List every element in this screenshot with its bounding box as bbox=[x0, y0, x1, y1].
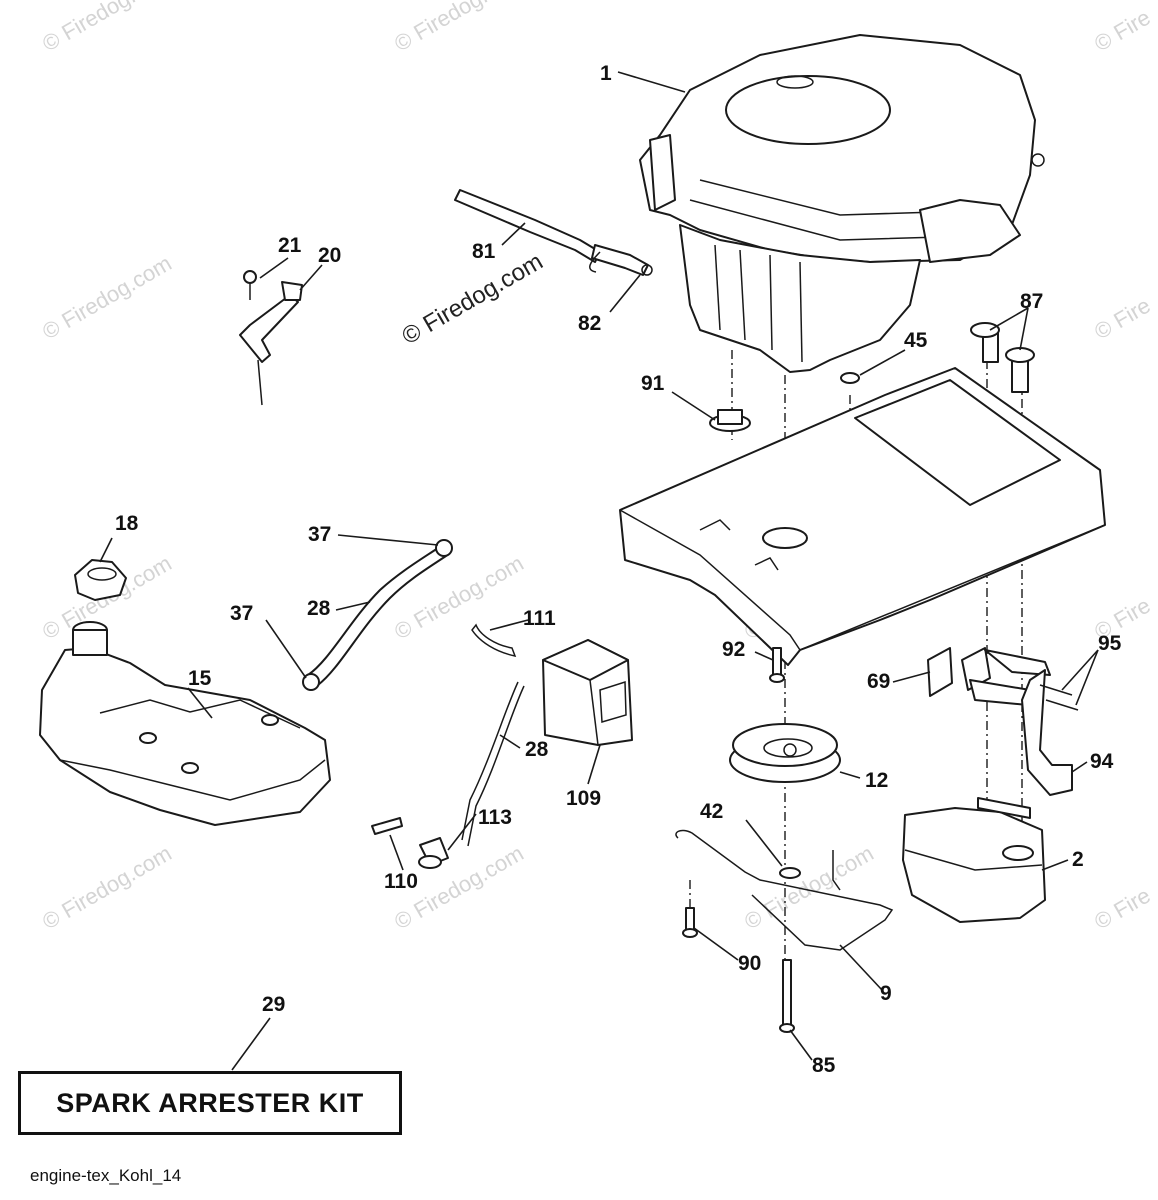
bracket-hardware bbox=[675, 829, 894, 1033]
watermark: © Firedog.com bbox=[38, 840, 176, 934]
callout-45: 45 bbox=[904, 329, 928, 352]
watermark: © Fire bbox=[1090, 5, 1155, 57]
callout-95: 95 bbox=[1098, 632, 1122, 655]
spark-arrester-kit-box: SPARK ARRESTER KIT bbox=[18, 1071, 402, 1135]
fuel-hose-lower bbox=[371, 623, 525, 869]
callout-85: 85 bbox=[812, 1054, 836, 1077]
engine bbox=[639, 34, 1045, 373]
muffler bbox=[902, 797, 1046, 923]
callout-110: 110 bbox=[384, 870, 418, 893]
watermark: © Firedog.com bbox=[38, 250, 176, 344]
callout-28-lower: 28 bbox=[525, 738, 549, 761]
callout-2: 2 bbox=[1072, 848, 1084, 871]
callout-109: 109 bbox=[566, 787, 601, 810]
watermark: © Firedog.com bbox=[390, 550, 528, 644]
callout-1: 1 bbox=[600, 62, 612, 85]
watermark: © Firedog.com bbox=[390, 0, 528, 56]
watermark: © Firedog.com bbox=[740, 840, 878, 934]
callouts: 1 2 9 12 15 18 20 21 28 28 29 37 37 42 4… bbox=[115, 62, 1122, 1077]
exhaust bbox=[927, 647, 1079, 796]
fuel-hose-top bbox=[302, 539, 453, 691]
callout-12: 12 bbox=[865, 769, 888, 792]
callout-94: 94 bbox=[1090, 750, 1114, 773]
callout-18: 18 bbox=[115, 512, 139, 535]
callout-42: 42 bbox=[700, 800, 723, 823]
bolt-92 bbox=[769, 647, 785, 683]
callout-21: 21 bbox=[278, 234, 302, 257]
callout-37-left: 37 bbox=[230, 602, 253, 625]
callout-29: 29 bbox=[262, 993, 285, 1016]
callout-15: 15 bbox=[188, 667, 212, 690]
callout-20: 20 bbox=[318, 244, 341, 267]
fuel-tank bbox=[39, 559, 331, 826]
watermark: © Firedog.com bbox=[38, 0, 176, 56]
callout-81: 81 bbox=[472, 240, 496, 263]
throttle-control bbox=[239, 270, 303, 406]
watermark-center: © Firedog.com bbox=[398, 248, 548, 350]
callout-28-top: 28 bbox=[307, 597, 331, 620]
callout-82: 82 bbox=[578, 312, 601, 335]
callout-90: 90 bbox=[738, 952, 761, 975]
callout-92: 92 bbox=[722, 638, 745, 661]
callout-9: 9 bbox=[880, 982, 892, 1005]
callout-69: 69 bbox=[867, 670, 890, 693]
pulley bbox=[729, 723, 841, 783]
watermark: © Fire bbox=[1090, 883, 1155, 935]
spark-arrester-kit-label: SPARK ARRESTER KIT bbox=[56, 1087, 364, 1118]
callout-91: 91 bbox=[641, 372, 665, 395]
leader-lines bbox=[99, 71, 1099, 1071]
diagram-code: engine-tex_Kohl_14 bbox=[30, 1166, 182, 1185]
fuel-line bbox=[454, 189, 653, 276]
mount-parts bbox=[709, 322, 1035, 432]
callout-87: 87 bbox=[1020, 290, 1043, 313]
watermark: © Fire bbox=[1090, 293, 1155, 345]
callout-113: 113 bbox=[478, 806, 512, 829]
frame bbox=[619, 367, 1106, 666]
callout-37-top: 37 bbox=[308, 523, 331, 546]
callout-111: 111 bbox=[523, 607, 556, 630]
fuel-filter bbox=[542, 639, 633, 746]
